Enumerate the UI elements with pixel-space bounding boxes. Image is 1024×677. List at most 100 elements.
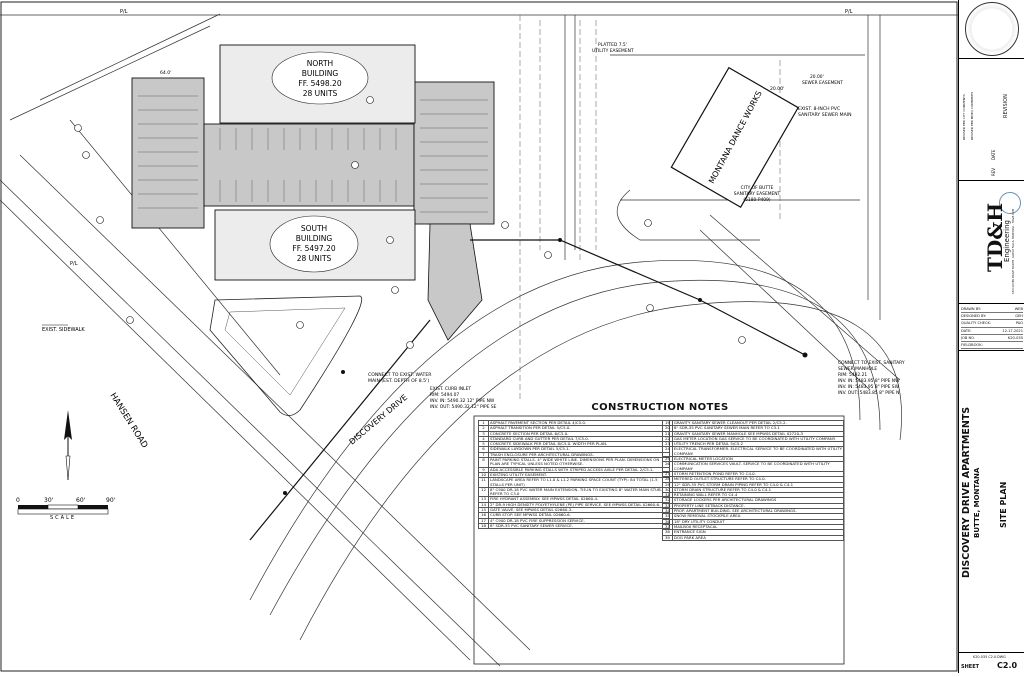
sheet-number-block xyxy=(959,652,1024,673)
pl-label-left: P/L xyxy=(70,261,78,267)
field-label: FIELDBOOK: xyxy=(961,343,983,348)
rev-row-2: REVISED PER MDEQ COMMENTS xyxy=(970,91,974,140)
south-building-units: 28 UNITS xyxy=(297,254,332,263)
construction-notes-title: CONSTRUCTION NOTES xyxy=(591,402,729,413)
dimension-64: 64.0' xyxy=(160,70,172,76)
note-text: UTILITY TRENCH PER DETAIL 5/C5.2 xyxy=(671,441,845,448)
sewer-easement-2-note: 20.00' SEWER EASEMENT xyxy=(802,74,843,86)
field-label: QUALITY CHECK: xyxy=(961,321,992,326)
rev-row-1: REVISED PER CITY COMMENTS xyxy=(962,94,966,140)
field-label: DATE: xyxy=(961,328,972,333)
project-location: BUTTE, MONTANA xyxy=(973,467,981,538)
title-block-field: DATE: 12.17.2021 xyxy=(961,328,1023,335)
rev-head-date: DATE xyxy=(991,149,996,160)
firm-sub: Engineering xyxy=(1003,220,1011,262)
south-building-sub: BUILDING xyxy=(296,234,333,243)
field-label: DRAWN BY: xyxy=(961,307,981,311)
south-building: SOUTH BUILDING FF. 5497.20 28 UNITS xyxy=(214,209,416,281)
svg-text:CITY OF BUTTE: CITY OF BUTTE xyxy=(741,185,774,191)
pl-label-right: P/L xyxy=(845,9,853,15)
svg-text:INV. OUT: 5483.85 8" PIPE N: INV. OUT: 5483.85 8" PIPE N xyxy=(838,390,899,396)
project-block xyxy=(959,350,1024,631)
svg-text:RIM: 5494.07: RIM: 5494.07 xyxy=(430,392,459,398)
south-building-ff: FF. 5497.20 xyxy=(292,244,335,253)
note-number: 39 xyxy=(662,534,673,541)
curb-inlet-note: EXIST. CURB INLET RIM: 5494.07 INV. IN: … xyxy=(430,386,497,410)
sanitary-sewer-line xyxy=(249,239,806,541)
title-block-field: FIELDBOOK: xyxy=(961,342,1023,350)
title-block-field: QUALITY CHECK: PAG xyxy=(961,320,1023,328)
svg-text:RIM: 5492.21: RIM: 5492.21 xyxy=(838,372,867,378)
scale-tick-30: 30' xyxy=(44,497,54,504)
project-name: DISCOVERY DRIVE APARTMENTS xyxy=(961,406,972,578)
field-value: 12.17.2021 xyxy=(1002,328,1023,333)
svg-text:20.00': 20.00' xyxy=(810,74,824,80)
svg-text:INV. OUT: 5490.32 12" PIPE SE: INV. OUT: 5490.32 12" PIPE SE xyxy=(430,404,497,410)
north-building-units: 28 UNITS xyxy=(303,89,338,98)
firm-block xyxy=(959,180,1024,301)
note-number: 8 xyxy=(478,457,489,468)
storm-retention-pond xyxy=(209,295,363,416)
revision-block xyxy=(959,58,1024,179)
sewer-easement-note: CITY OF BUTTE SANITARY EASEMENT (5180-P4… xyxy=(734,185,781,203)
exist-sewer-main-note: EXIST. 8-INCH PVC SANITARY SEWER MAIN xyxy=(798,106,852,118)
svg-text:CONNECT TO EXIST. SANITARY: CONNECT TO EXIST. SANITARY xyxy=(838,360,905,366)
note-text: PAINT PARKING STALLS. 4" WIDE WHITE LINE… xyxy=(488,457,670,468)
sheet-number: C2.0 xyxy=(997,661,1018,670)
parking-stalls xyxy=(138,95,488,213)
svg-text:(5180-P409): (5180-P409) xyxy=(743,197,770,203)
field-value: GEH xyxy=(1015,314,1023,319)
file-name: K20-035 C2.0.DWG xyxy=(973,655,1006,659)
svg-text:INV. IN: 5483.95 8" PIPE SW: INV. IN: 5483.95 8" PIPE SW xyxy=(838,384,900,390)
utility-easement-note: PLATTED 7.5' UTILITY EASEMENT xyxy=(592,42,634,54)
field-label: DESIGNED BY: xyxy=(961,314,987,319)
field-value: WEB xyxy=(1014,307,1023,311)
south-building-name: SOUTH xyxy=(301,224,327,233)
title-block: REVISION REV DATE REVISED PER CITY COMME… xyxy=(958,0,1024,673)
svg-text:SANITARY SEWER MAIN: SANITARY SEWER MAIN xyxy=(798,112,852,118)
svg-text:EXIST. CURB INLET: EXIST. CURB INLET xyxy=(430,386,471,392)
svg-text:PLATTED 7.5': PLATTED 7.5' xyxy=(598,42,627,48)
svg-text:INV. IN: 5483.95 8" PIPE NW: INV. IN: 5483.95 8" PIPE NW xyxy=(838,378,900,384)
svg-text:MAIN (EST. DEPTH OF 8.5'): MAIN (EST. DEPTH OF 8.5') xyxy=(368,378,429,384)
scale-label: SCALE xyxy=(50,515,76,521)
manholes xyxy=(283,238,808,495)
field-value: PAG xyxy=(1015,321,1023,326)
scale-tick-60: 60' xyxy=(76,497,86,504)
svg-text:UTILITY EASEMENT: UTILITY EASEMENT xyxy=(592,48,634,54)
site-plan-drawing: MONTANA DANCE WORKS NORTH xyxy=(0,0,958,673)
parking-lot xyxy=(131,77,495,341)
north-arrow xyxy=(64,410,72,481)
sewer-manhole-note: CONNECT TO EXIST. SANITARY SEWER MANHOLE… xyxy=(838,360,905,396)
graphic-scale: 0 30' 60' 90' SCALE xyxy=(16,497,116,521)
note-text: PROP. APARTMENT BUILDING. SEE ARCHITECTU… xyxy=(671,508,845,515)
svg-text:CONNECT TO EXIST. WATER: CONNECT TO EXIST. WATER xyxy=(368,372,432,378)
note-text: STORAGE LOCKERS PER ARCHITECTURAL DRAWIN… xyxy=(671,497,845,504)
svg-text:SANITARY EASEMENT: SANITARY EASEMENT xyxy=(734,191,781,197)
north-building-ff: FF. 5498.20 xyxy=(298,79,341,88)
north-building: NORTH BUILDING FF. 5498.20 28 UNITS xyxy=(219,44,416,124)
note-text: LANDSCAPE AREA REFER TO L1.0 & L1.2 PARK… xyxy=(488,477,670,488)
note-number: 18 xyxy=(478,522,489,530)
scale-tick-90: 90' xyxy=(106,497,116,504)
firm-address: 1800 RIVER DRIVE NORTH · GREAT FALLS, MO… xyxy=(1012,208,1015,294)
note-text: DOG PARK AREA xyxy=(671,534,845,541)
note-text: GAS METER LOCATION GAS SERVICE TO BE COO… xyxy=(671,435,845,443)
note-text: 8" SDR-35 PVC SANITARY SEWER SERVICE. xyxy=(488,522,670,530)
road-linework xyxy=(0,13,958,667)
note-number: 11 xyxy=(478,477,489,488)
dimension-20: 20.00' xyxy=(770,86,784,92)
sheet-title: SITE PLAN xyxy=(999,481,1008,528)
pl-label-top: P/L xyxy=(120,9,128,15)
north-building-name: NORTH xyxy=(307,59,333,68)
note-text: ELECTRICAL METER LOCATION xyxy=(671,456,845,463)
